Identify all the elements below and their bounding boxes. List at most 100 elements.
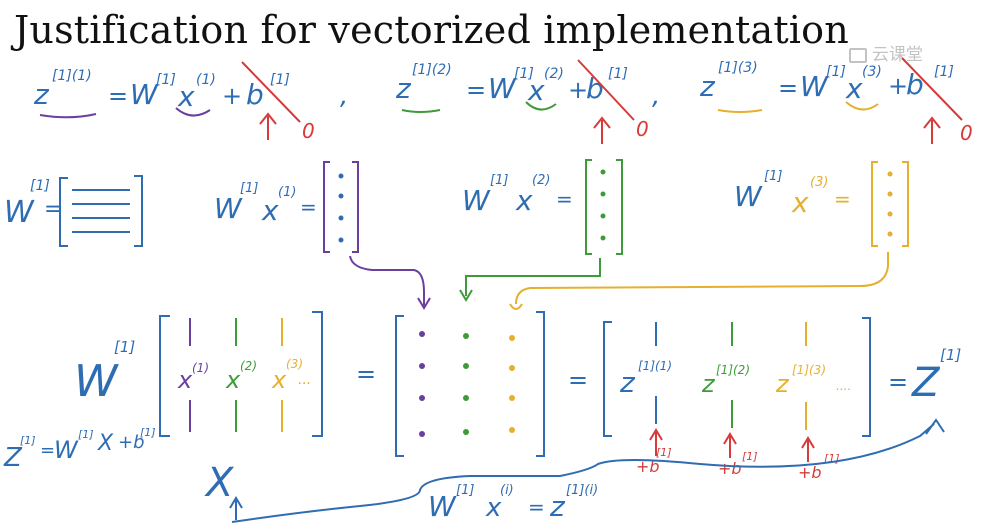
comma-2: , (652, 81, 660, 111)
eq1-b: b (246, 78, 264, 111)
wx2-x-sup: (2) (532, 173, 550, 188)
bottom-connector (231, 418, 945, 523)
result-matrix (395, 311, 545, 457)
eq1-w: W (130, 78, 159, 111)
eq3-w: W (800, 70, 829, 103)
eq1-w-sup: [1] (156, 72, 176, 88)
wx3-eq: = (834, 187, 851, 211)
bottom-equation: W [1] x (i) = z [1](i) (428, 483, 598, 523)
equation-2: z [1](2) = W [1] x (2) + b [1] (395, 62, 628, 107)
bottom-eq-x: x (485, 493, 502, 523)
video-icon (849, 47, 867, 63)
side-eq: = (40, 440, 55, 461)
eq3-eq: = (778, 74, 798, 102)
bottom-eq-x-sup: (i) (500, 483, 514, 498)
big-Z: Z (911, 360, 941, 406)
eq2-zero: 0 (636, 117, 649, 141)
bottom-eq-z-sup: [1](i) (566, 483, 598, 498)
eq2-w: W (488, 72, 517, 105)
x-col-3: x (271, 366, 287, 394)
wx1-x-sup: (1) (278, 185, 296, 200)
z-col-1-sup: [1](1) (638, 359, 672, 373)
vector-3 (871, 161, 909, 247)
w-matrix (59, 175, 143, 247)
equation-1: z [1](1) = W [1] x (1) + b [1] (33, 68, 290, 113)
eq3-x-sup: (3) (862, 64, 882, 80)
wx3-x: x (791, 186, 809, 219)
watermark: 云课堂 (849, 40, 923, 65)
eq1-eq: = (108, 82, 128, 110)
eq1-b-sup: [1] (270, 72, 290, 88)
w-matrix-eq: = (44, 197, 62, 222)
x-col-1: x (177, 366, 193, 394)
eq3-underline (717, 109, 763, 113)
slide-title: Justification for vectorized implementat… (14, 8, 849, 52)
side-w-sup: [1] (78, 428, 94, 441)
eq3-up-arrow (923, 116, 941, 144)
x-col-2-sup: (2) (240, 359, 257, 373)
z-matrix: z [1](1) z [1](2) z [1](3) .... (603, 317, 871, 437)
eq1-x-brace (175, 107, 211, 117)
bottom-eq-w-sup: [1] (456, 483, 474, 498)
eq3-zero: 0 (960, 121, 973, 145)
eq3-plus: + (888, 72, 908, 100)
vector-2 (585, 159, 623, 255)
wx2-x: x (515, 184, 533, 217)
eq2-plus: + (568, 76, 588, 104)
w-matrix-w: W (4, 195, 35, 230)
equation-3: z [1](3) = W [1] x (3) + b [1] (699, 60, 954, 105)
bottom-eq-1: = (356, 360, 376, 388)
wx1-w-sup: [1] (240, 181, 258, 196)
wx2-eq: = (556, 187, 573, 211)
wx2-w: W (462, 184, 491, 217)
w-matrix-def: W [1] = (4, 178, 62, 230)
side-x: X (97, 431, 114, 456)
eq3-b-sup: [1] (934, 64, 954, 80)
eq1-x-sup: (1) (196, 72, 216, 88)
wx3: W [1] x (3) = (734, 169, 851, 219)
side-z: Z (3, 443, 23, 473)
purple-connector-arrow (349, 255, 431, 310)
comma-1: , (340, 81, 348, 111)
eq1-underline (39, 113, 97, 119)
z-col-2-sup: [1](2) (716, 363, 750, 377)
side-w: W (54, 436, 79, 464)
eq1-up-arrow (259, 112, 277, 140)
eq3-b: b (906, 68, 924, 101)
z-ellipsis: .... (836, 379, 851, 393)
z-col-3-sup: [1](3) (792, 363, 826, 377)
bottom-eq-z: z (549, 490, 566, 523)
x-col-3-sup: (3) (286, 357, 303, 371)
eq2-cross-out (577, 59, 635, 121)
wx3-x-sup: (3) (810, 175, 828, 190)
wx1-x: x (261, 194, 279, 227)
eq3-x: x (845, 72, 863, 105)
eq3-z: z (699, 70, 716, 103)
plus-b-2: +b (718, 459, 742, 478)
bottom-eq-eq: = (528, 495, 545, 519)
eq1-z-sup: [1](1) (52, 68, 92, 84)
wx3-w: W (734, 180, 763, 213)
green-connector-arrow (459, 258, 601, 302)
z-col-1: z (619, 366, 636, 399)
side-plus-b: +b (118, 432, 145, 453)
eq2-b-sup: [1] (608, 66, 628, 82)
z-col-3: z (775, 370, 790, 398)
x-col-1-sup: (1) (192, 361, 209, 375)
eq1-x: x (177, 80, 195, 113)
bottom-eq-2: = (568, 366, 588, 394)
watermark-text: 云课堂 (872, 45, 923, 65)
bottom-w: W [1] (74, 338, 135, 407)
wx2: W [1] x (2) = (462, 173, 573, 217)
wx1-w: W (214, 192, 243, 225)
plus-b-1: +b (636, 457, 660, 476)
eq2-x-brace (525, 101, 557, 111)
bottom-eq-w: W (428, 490, 457, 523)
eq2-up-arrow (593, 116, 611, 144)
wx3-w-sup: [1] (764, 169, 782, 184)
z-col-2: z (701, 370, 716, 398)
eq2-b: b (586, 72, 604, 105)
plus-b-3: +b (798, 463, 822, 482)
